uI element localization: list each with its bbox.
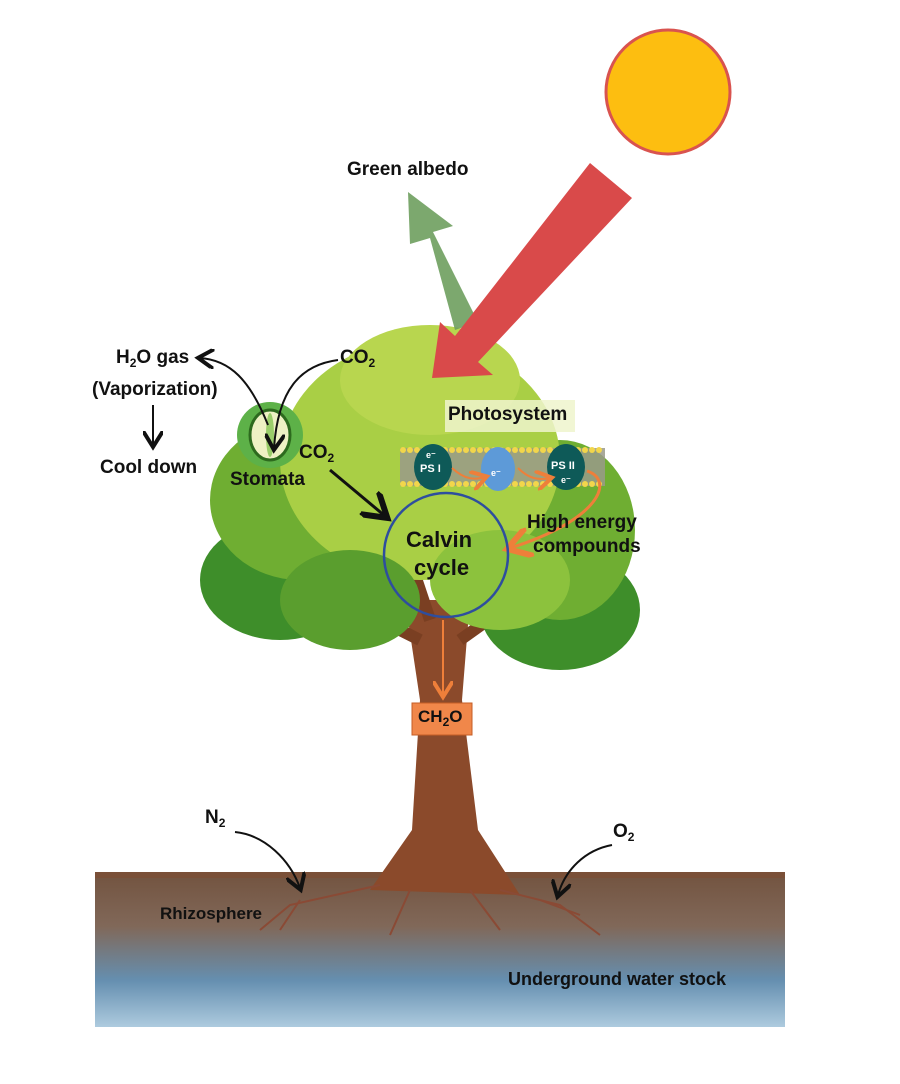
co2-in-arrow: [274, 359, 339, 448]
ps2-label: PS II: [551, 460, 575, 472]
co2-label: CO2: [340, 347, 376, 370]
lipid-head: [519, 481, 525, 487]
lipid-head: [470, 447, 476, 453]
lipid-head: [512, 481, 518, 487]
electron-carrier: e⁻: [491, 468, 501, 478]
roots: [259, 884, 601, 936]
cool-down-label: Cool down: [100, 457, 198, 478]
lipid-head: [463, 447, 469, 453]
lipid-head: [589, 447, 595, 453]
lipid-head: [540, 481, 546, 487]
lipid-head: [477, 481, 483, 487]
lipid-head: [449, 447, 455, 453]
lipid-head: [477, 447, 483, 453]
stomata-icon: [237, 402, 303, 468]
calvin-cycle-circle: [382, 491, 510, 619]
solar-radiation-arrow: [432, 163, 632, 378]
lipid-head: [414, 447, 420, 453]
soil-ground: [95, 872, 785, 1027]
electron-ps2: e⁻: [561, 475, 571, 485]
high-energy-arrow: [510, 469, 602, 548]
lipid-head: [533, 447, 539, 453]
electron-arrow-2: [517, 467, 550, 479]
ps2-protein: [547, 444, 585, 490]
lipid-head: [407, 447, 413, 453]
vaporization-label: (Vaporization): [92, 379, 218, 400]
lipid-head: [533, 481, 539, 487]
lipid-head: [526, 481, 532, 487]
calvin-label: Calvin: [406, 527, 473, 552]
co2-inner-label: CO2: [299, 442, 335, 465]
lipid-head: [449, 481, 455, 487]
lipid-head: [526, 447, 532, 453]
electron-arrow-1: [451, 467, 485, 479]
lipid-head: [596, 447, 602, 453]
lipid-head: [470, 481, 476, 487]
lipid-head: [414, 481, 420, 487]
lipid-head: [400, 447, 406, 453]
o2-arrow: [558, 844, 613, 895]
underground-water-label: Underground water stock: [508, 969, 727, 989]
high-energy-label: High energy: [527, 512, 637, 533]
n2-label: N2: [205, 807, 226, 830]
lipid-head: [582, 481, 588, 487]
lipid-head: [456, 447, 462, 453]
ps1-label: PS I: [420, 463, 441, 475]
h2o-gas-label: H2O gas: [116, 347, 190, 370]
lipid-head: [582, 447, 588, 453]
cycle-label: cycle: [414, 555, 470, 580]
stomata-label: Stomata: [230, 469, 305, 490]
lipid-head: [519, 447, 525, 453]
lipid-head: [547, 447, 553, 453]
o2-label: O2: [613, 821, 635, 844]
green-albedo-label: Green albedo: [347, 159, 469, 180]
lipid-head: [512, 447, 518, 453]
lipid-head: [407, 481, 413, 487]
tree-trunk: [370, 600, 520, 895]
lipid-head: [589, 481, 595, 487]
green-albedo-arrow: [408, 192, 478, 330]
lipid-head: [400, 481, 406, 487]
co2-calvin-arrow: [329, 468, 385, 516]
lipid-head: [456, 481, 462, 487]
photosystem-label: Photosystem: [448, 404, 568, 425]
rhizosphere-label: Rhizosphere: [160, 904, 263, 923]
n2-arrow: [234, 831, 300, 888]
lipid-head: [540, 447, 546, 453]
ps1-protein: [414, 444, 452, 490]
compounds-label: compounds: [533, 536, 641, 557]
photosystem-label-bg: [445, 400, 575, 432]
h2o-arrow: [200, 358, 269, 426]
sun: [604, 28, 732, 156]
electron-ps1: e⁻: [426, 450, 436, 460]
ch2o-box: [411, 702, 473, 736]
ch2o-label: CH2O: [418, 707, 463, 729]
lipid-head: [463, 481, 469, 487]
